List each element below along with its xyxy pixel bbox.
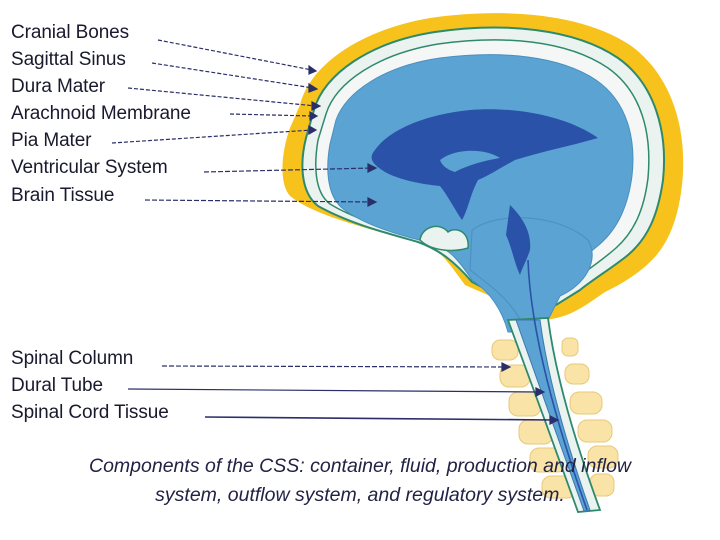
label-brain-tissue: Brain Tissue xyxy=(11,185,115,206)
leader-brain-tissue xyxy=(144,199,373,203)
leader-spinal-cord xyxy=(204,416,555,421)
diagram-caption: Components of the CSS: container, fluid,… xyxy=(0,452,720,510)
leader-dural-tube xyxy=(127,388,541,393)
spinal-column-vertebrae xyxy=(491,337,619,499)
label-arachnoid-membrane: Arachnoid Membrane xyxy=(11,103,191,124)
pituitary-region xyxy=(419,225,469,252)
central-canal-line xyxy=(527,259,588,511)
caption-line-2: system, outflow system, and regulatory s… xyxy=(155,484,565,506)
cerebellum-brainstem-shape xyxy=(469,217,593,321)
caption-line-1: Components of the CSS: container, fluid,… xyxy=(89,455,631,477)
label-cranial-bones: Cranial Bones xyxy=(11,22,130,43)
leader-ventricular xyxy=(203,167,373,173)
label-pia-mater: Pia Mater xyxy=(11,130,92,151)
leader-spinal-column xyxy=(161,365,507,368)
leader-cranial-bones xyxy=(157,39,313,71)
label-ventricular-system: Ventricular System xyxy=(11,157,168,178)
leader-pia-mater xyxy=(111,129,313,144)
leader-arachnoid xyxy=(229,113,314,117)
leader-dura-mater xyxy=(127,87,317,107)
label-spinal-column: Spinal Column xyxy=(11,348,134,369)
label-spinal-cord-tissue: Spinal Cord Tissue xyxy=(11,402,169,423)
label-dural-tube: Dural Tube xyxy=(11,375,103,396)
fourth-ventricle-shape xyxy=(506,205,531,275)
ventricular-system-shape xyxy=(371,109,598,220)
third-ventricle-loop xyxy=(440,150,500,172)
leader-lines xyxy=(111,39,560,425)
label-dura-mater: Dura Mater xyxy=(11,76,106,97)
label-sagittal-sinus: Sagittal Sinus xyxy=(11,49,126,70)
leader-sagittal-sinus xyxy=(151,62,314,89)
